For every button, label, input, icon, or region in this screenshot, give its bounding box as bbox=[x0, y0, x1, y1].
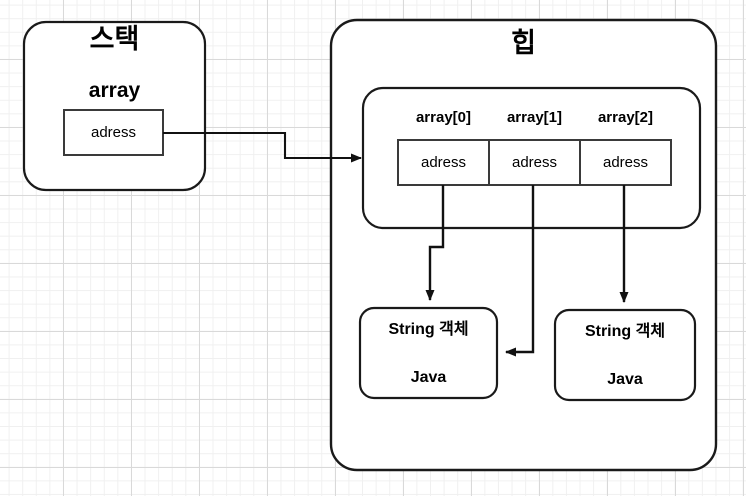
string-object-0-title: String 객체 bbox=[388, 321, 469, 338]
stack-address-value: adress bbox=[90, 124, 137, 141]
string-object-0-value: Java bbox=[410, 369, 447, 386]
string-object-1-value: Java bbox=[607, 371, 643, 388]
array-cell-value-0: adress bbox=[420, 154, 467, 171]
connector-stack-to-heap bbox=[163, 131, 362, 163]
array-header-2: array[2] bbox=[597, 109, 654, 126]
heap-title: 힙 bbox=[511, 28, 536, 58]
array-cell-value-2: adress bbox=[602, 154, 649, 171]
array-header-0: array[0] bbox=[415, 109, 472, 126]
string-object-1-title: String 객체 bbox=[584, 323, 666, 340]
heap-container-shape bbox=[329, 18, 718, 472]
connector-array1-to-string0 bbox=[505, 185, 535, 357]
array-header-1: array[1] bbox=[506, 109, 563, 126]
stack-title: 스택 bbox=[89, 24, 140, 54]
connector-array0-to-string0 bbox=[425, 185, 445, 301]
stack-variable-label: array bbox=[88, 79, 141, 102]
array-cell-value-1: adress bbox=[511, 154, 558, 171]
